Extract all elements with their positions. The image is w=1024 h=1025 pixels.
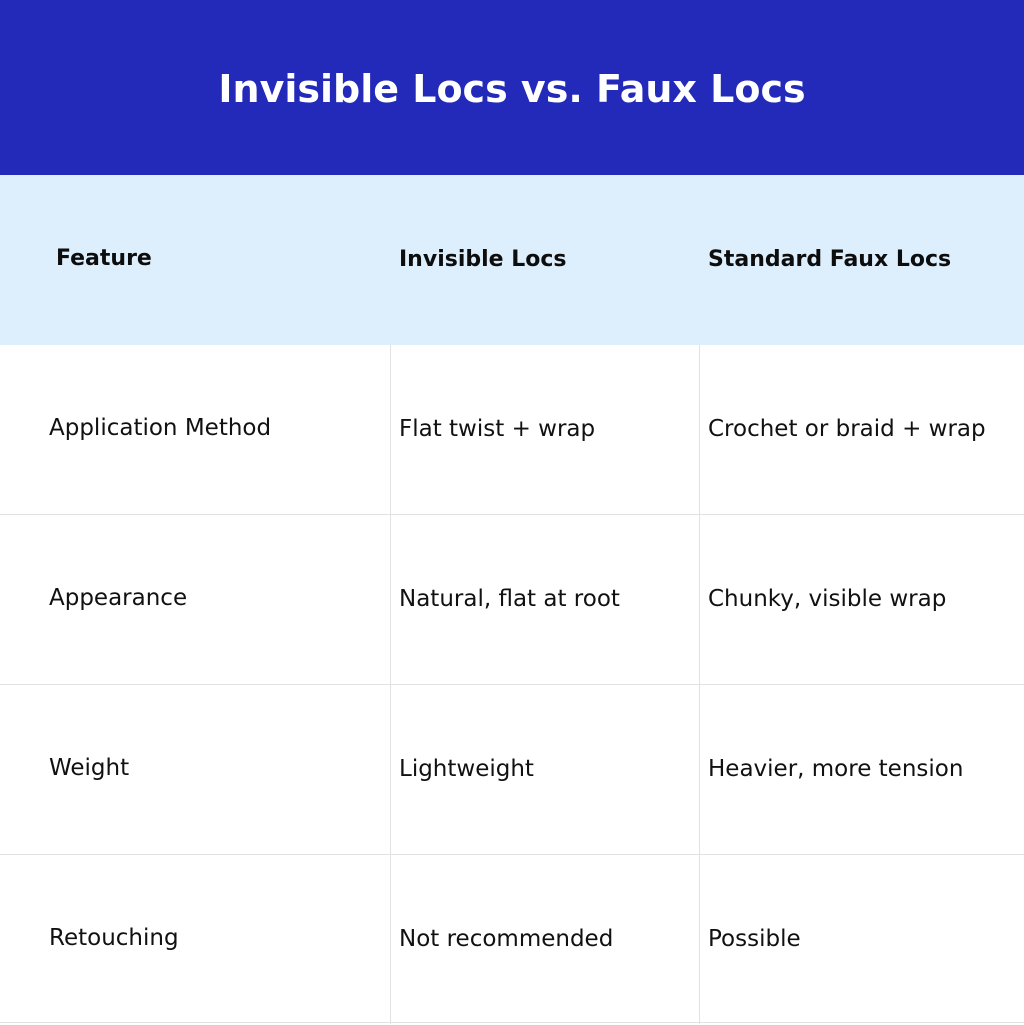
table-row: Weight Lightweight Heavier, more tension (0, 685, 1024, 855)
row-feature-cell: Weight (49, 755, 130, 781)
title-banner: Invisible Locs vs. Faux Locs (0, 0, 1024, 175)
row-divider (0, 854, 1024, 855)
row-invisible-locs-cell: Lightweight (399, 756, 534, 782)
row-feature-cell: Retouching (49, 925, 179, 951)
row-divider (0, 1022, 1024, 1023)
table-header-row: Feature Invisible Locs Standard Faux Loc… (0, 175, 1024, 345)
page-title: Invisible Locs vs. Faux Locs (218, 66, 806, 111)
table-row: Retouching Not recommended Possible (0, 855, 1024, 1025)
row-faux-locs-cell: Possible (708, 926, 801, 952)
table-row: Appearance Natural, flat at root Chunky,… (0, 515, 1024, 685)
header-standard-faux-locs: Standard Faux Locs (708, 246, 952, 272)
row-feature-cell: Application Method (49, 415, 272, 441)
row-invisible-locs-cell: Not recommended (399, 926, 614, 952)
header-feature: Feature (56, 245, 152, 271)
row-faux-locs-cell: Crochet or braid + wrap (708, 416, 986, 442)
row-divider (0, 684, 1024, 685)
row-divider (0, 514, 1024, 515)
row-invisible-locs-cell: Flat twist + wrap (399, 416, 596, 442)
row-feature-cell: Appearance (49, 585, 188, 611)
row-faux-locs-cell: Chunky, visible wrap (708, 586, 947, 612)
header-invisible-locs: Invisible Locs (399, 246, 567, 272)
table-row: Application Method Flat twist + wrap Cro… (0, 345, 1024, 515)
row-invisible-locs-cell: Natural, flat at root (399, 586, 620, 612)
row-faux-locs-cell: Heavier, more tension (708, 756, 964, 782)
